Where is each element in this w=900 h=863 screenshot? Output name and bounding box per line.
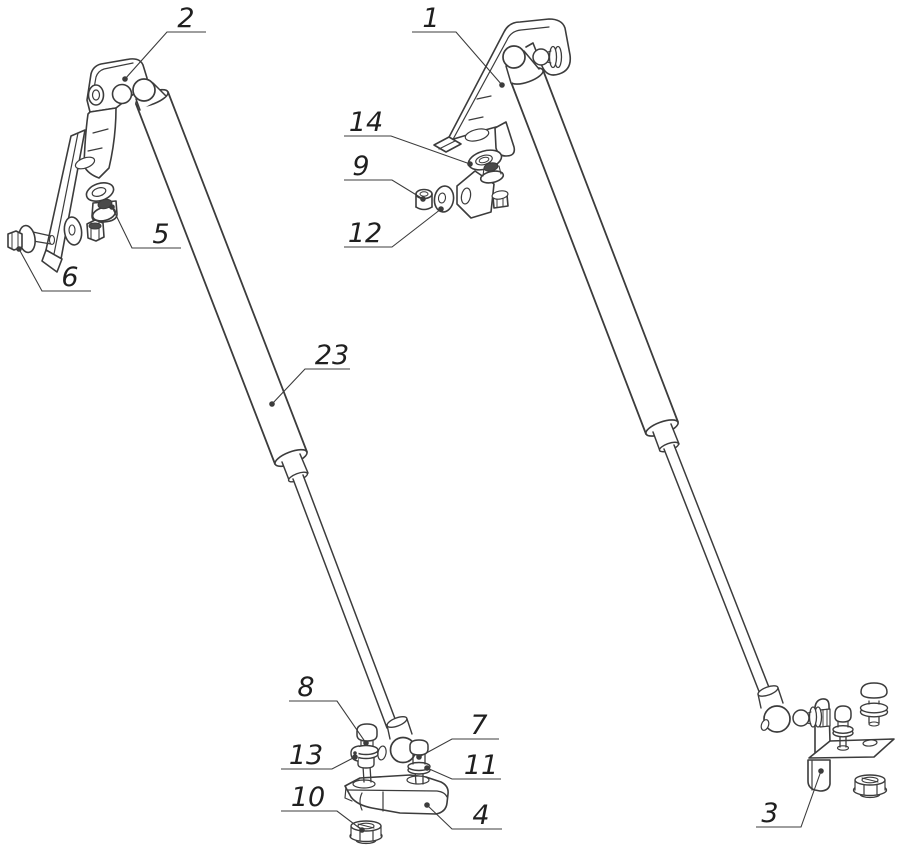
- gas-strut-right: [502, 45, 791, 733]
- part-number-8: 8: [297, 672, 314, 703]
- part-number-14: 14: [349, 107, 383, 138]
- part-number-2: 2: [177, 3, 194, 34]
- hex-nut: [86, 219, 105, 242]
- callout-5: [109, 204, 181, 249]
- part-number-1: 1: [422, 3, 439, 34]
- callout-1: [412, 31, 505, 88]
- flange-nut-10: [349, 820, 383, 845]
- ball-pin-on-flange: [832, 705, 854, 751]
- bracket-lower-left: [344, 723, 449, 845]
- part-number-12: 12: [348, 218, 382, 249]
- part-number-11: 11: [464, 750, 498, 781]
- part-number-13: 13: [289, 740, 323, 771]
- socket-ball-top-right: [502, 45, 526, 69]
- part-number-3: 3: [761, 798, 778, 829]
- gas-strut-left: [132, 78, 417, 764]
- callout-9: [344, 179, 426, 202]
- bracket-upper-left: [41, 58, 148, 273]
- ball-stud-wing: [532, 48, 550, 66]
- part-number-7: 7: [470, 710, 487, 741]
- part-number-10: 10: [291, 782, 325, 813]
- callout-23: [269, 368, 350, 407]
- callout-6: [16, 246, 91, 292]
- bracket-flange: [808, 738, 895, 759]
- callout-14: [344, 135, 473, 167]
- wing-stud-upper-right: [532, 45, 563, 69]
- part-number-9: 9: [352, 151, 369, 182]
- spare-ball-stud: [859, 682, 889, 727]
- bolt-6: [7, 224, 56, 254]
- part-number-4: 4: [472, 800, 489, 831]
- callout-13: [281, 754, 358, 770]
- part-number-6: 6: [61, 262, 78, 293]
- callouts: [16, 31, 824, 833]
- callout-7: [416, 738, 499, 760]
- spare-flange-nut: [852, 774, 888, 799]
- callout-11: [424, 765, 501, 780]
- line-art: [7, 18, 895, 845]
- part-number-23: 23: [315, 340, 349, 371]
- socket-ball-top-left: [132, 78, 156, 102]
- socket-ball-bottom-right: [763, 705, 791, 733]
- washer-flat: [63, 216, 83, 246]
- callout-3: [756, 768, 824, 828]
- part-number-5: 5: [152, 219, 169, 250]
- washer-12: [433, 185, 455, 213]
- flanged-nut-on-plate: [479, 162, 505, 184]
- callout-2: [122, 31, 206, 82]
- bracket-lower-right: [792, 682, 895, 799]
- callout-10: [281, 810, 365, 833]
- callout-8: [289, 700, 369, 746]
- ball-stud-on-tab: [792, 706, 831, 728]
- ball-stud-upper-left: [111, 83, 133, 105]
- bolt-lower: [491, 190, 509, 209]
- callout-labels: 2 1 14 9 12 5 6 23 8 13 7 11 10 4 3: [61, 3, 778, 831]
- callout-4: [424, 802, 502, 830]
- sub-bracket-group: [415, 149, 509, 219]
- callout-12: [344, 206, 444, 248]
